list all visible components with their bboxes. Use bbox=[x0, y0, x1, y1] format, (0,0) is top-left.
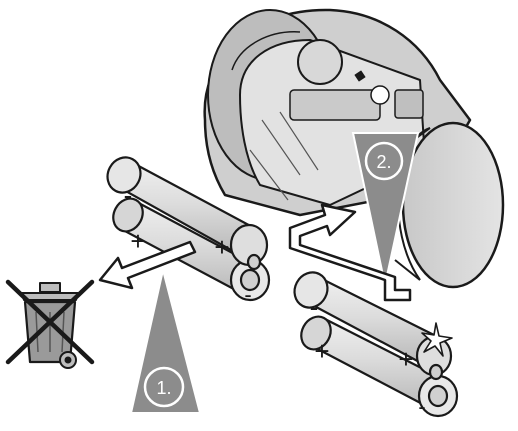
crossed-out-wheelie-bin-icon bbox=[5, 279, 95, 369]
new-battery-front-plus: + bbox=[398, 344, 413, 374]
step-2-label: 2. bbox=[376, 152, 391, 172]
step-1-pointer: 1. bbox=[129, 269, 202, 414]
step-2-pointer: 2. bbox=[351, 132, 420, 286]
old-battery-front: - + bbox=[106, 156, 269, 271]
new-battery-front: - + bbox=[293, 271, 453, 381]
old-battery-back-minus: - bbox=[244, 282, 251, 307]
remove-arrow bbox=[98, 240, 197, 290]
old-battery-back-plus: + bbox=[130, 226, 145, 256]
old-battery-front-minus: - bbox=[124, 180, 133, 210]
new-batteries: - + - + bbox=[293, 271, 459, 419]
new-battery-back-minus: - bbox=[418, 394, 425, 419]
new-battery-back: - + bbox=[300, 315, 459, 419]
new-battery-front-minus: - bbox=[310, 292, 319, 322]
step-1-label: 1. bbox=[156, 378, 171, 398]
new-battery-back-plus: + bbox=[314, 336, 329, 366]
thermostat-device bbox=[203, 8, 505, 289]
old-battery-front-plus: + bbox=[214, 232, 229, 262]
new-battery-spark-icon bbox=[421, 322, 453, 357]
insert-arrow bbox=[288, 203, 412, 302]
